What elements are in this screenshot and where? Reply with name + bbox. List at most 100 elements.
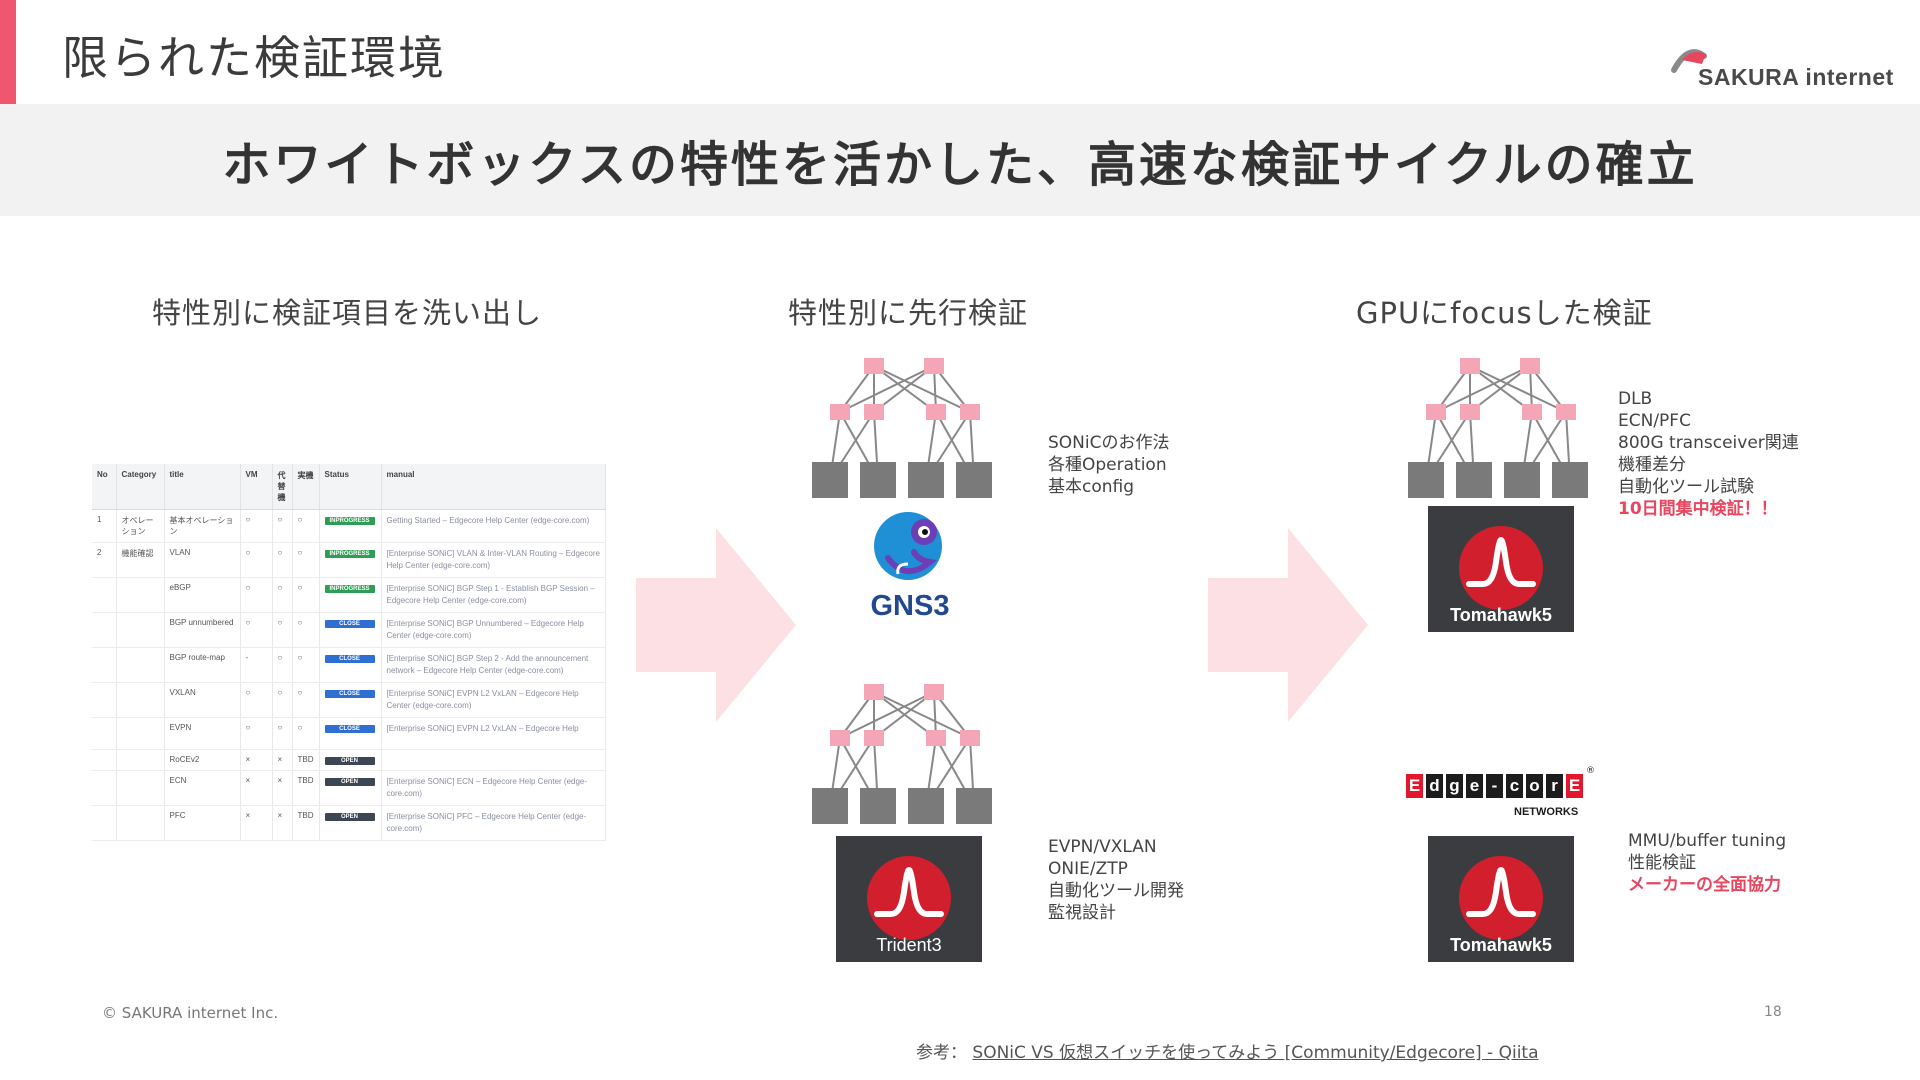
cell-manual: [Enterprise SONiC] BGP Unnumbered – Edge…: [381, 612, 606, 648]
switch-node: [1520, 358, 1540, 374]
cell-status: CLOSE: [319, 647, 382, 683]
note-line: DLB: [1618, 389, 1653, 409]
edgecore-letter: c: [1506, 774, 1523, 798]
leaf-node: [956, 462, 992, 498]
chip-trident: Trident3: [836, 836, 982, 962]
gns3-text: GNS3: [870, 590, 950, 622]
note-line: 基本config: [1048, 477, 1135, 497]
cell-alt: ○: [272, 509, 293, 543]
cell-no: [92, 612, 117, 648]
arrow-right-2-icon: [1208, 528, 1368, 722]
cell-status: INPROGRESS: [319, 509, 382, 543]
page-number: 18: [1764, 1004, 1782, 1020]
leaf-node: [908, 788, 944, 824]
note-highlight: メーカーの全面協力: [1628, 875, 1781, 895]
topology-link: [1435, 365, 1531, 413]
cell-manual: [Enterprise SONiC] EVPN L2 VxLAN – Edgec…: [381, 717, 606, 750]
status-badge: CLOSE: [324, 725, 375, 733]
switch-node: [1522, 404, 1542, 420]
cell-vm: ○: [240, 577, 273, 613]
topology-link: [839, 365, 935, 413]
cell-title: RoCEv2: [164, 749, 241, 771]
cell-status: CLOSE: [319, 682, 382, 718]
cell-manual: [381, 749, 606, 771]
topology-link: [873, 365, 971, 413]
table-header-row: No Category title VM 代替機 実機 Status manua…: [92, 464, 606, 510]
cell-real: ○: [292, 647, 320, 683]
arrow-right-1-icon: [636, 528, 796, 722]
switch-node: [830, 730, 850, 746]
cell-real: ○: [292, 577, 320, 613]
cell-manual: [Enterprise SONiC] BGP Step 1 - Establis…: [381, 577, 606, 613]
status-badge: OPEN: [324, 778, 375, 786]
cell-real: ○: [292, 612, 320, 648]
cell-category: [116, 682, 165, 718]
cell-no: 1: [92, 509, 117, 543]
cell-no: [92, 577, 117, 613]
broadcom-logo-icon: [1459, 856, 1543, 940]
note-line: 自動化ツール開発: [1048, 881, 1184, 901]
cell-no: [92, 647, 117, 683]
note-line: SONiCのお作法: [1048, 433, 1170, 453]
cell-real: TBD: [292, 770, 320, 806]
cell-category: [116, 612, 165, 648]
cell-alt: ○: [272, 542, 293, 578]
cell-category: [116, 577, 165, 613]
status-badge: OPEN: [324, 757, 375, 765]
cell-manual: [Enterprise SONiC] VLAN & Inter-VLAN Rou…: [381, 542, 606, 578]
cell-no: [92, 749, 117, 771]
leaf-node: [908, 462, 944, 498]
reference-link[interactable]: SONiC VS 仮想スイッチを使ってみよう [Community/Edgeco…: [972, 1043, 1539, 1063]
cell-real: ○: [292, 509, 320, 543]
header-alt: 代替機: [272, 464, 293, 510]
chip-label: Trident3: [876, 935, 942, 955]
reference-prefix: 参考：: [916, 1043, 967, 1063]
cell-vm: ○: [240, 509, 273, 543]
header-title: title: [164, 464, 241, 510]
note-line: ECN/PFC: [1618, 411, 1691, 431]
edgecore-letter: r: [1546, 774, 1563, 798]
status-badge: INPROGRESS: [324, 585, 375, 593]
column-title-2: 特性別に先行検証: [788, 296, 1029, 330]
cell-title: VLAN: [164, 542, 241, 578]
network-topology-gns3: [812, 358, 992, 498]
switch-node: [1460, 358, 1480, 374]
header-status: Status: [319, 464, 382, 510]
chip-label: Tomahawk5: [1450, 605, 1552, 625]
leaf-node: [812, 788, 848, 824]
note-trident: EVPN/VXLAN ONIE/ZTP 自動化ツール開発 監視設計: [1048, 836, 1184, 924]
chip-label: Tomahawk5: [1450, 935, 1552, 955]
leaf-node: [860, 462, 896, 498]
status-badge: OPEN: [324, 813, 375, 821]
copyright: © SAKURA internet Inc.: [102, 1004, 279, 1022]
cell-title: EVPN: [164, 717, 241, 750]
cell-vm: ○: [240, 612, 273, 648]
note-line: EVPN/VXLAN: [1048, 837, 1157, 857]
cell-real: ○: [292, 717, 320, 750]
edgecore-networks-text: NETWORKS: [1514, 806, 1579, 818]
switch-node: [1460, 404, 1480, 420]
cell-vm: ○: [240, 717, 273, 750]
cell-title: VXLAN: [164, 682, 241, 718]
switch-node: [864, 404, 884, 420]
cell-no: [92, 682, 117, 718]
edgecore-letter: -: [1486, 774, 1503, 798]
verification-table: No Category title VM 代替機 実機 Status manua…: [92, 464, 606, 841]
status-badge: CLOSE: [324, 655, 375, 663]
cell-real: ○: [292, 682, 320, 718]
leaf-node: [956, 788, 992, 824]
gns3-logo: GNS3: [858, 502, 962, 632]
cell-alt: ×: [272, 749, 293, 771]
cell-alt: ○: [272, 577, 293, 613]
column-title-1: 特性別に検証項目を洗い出し: [152, 296, 543, 330]
edgecore-letter: e: [1466, 774, 1483, 798]
header-no: No: [92, 464, 117, 510]
cell-category: オペレーション: [116, 509, 165, 543]
leaf-node: [1408, 462, 1444, 498]
status-badge: CLOSE: [324, 620, 375, 628]
edgecore-registered: ®: [1586, 766, 1595, 776]
